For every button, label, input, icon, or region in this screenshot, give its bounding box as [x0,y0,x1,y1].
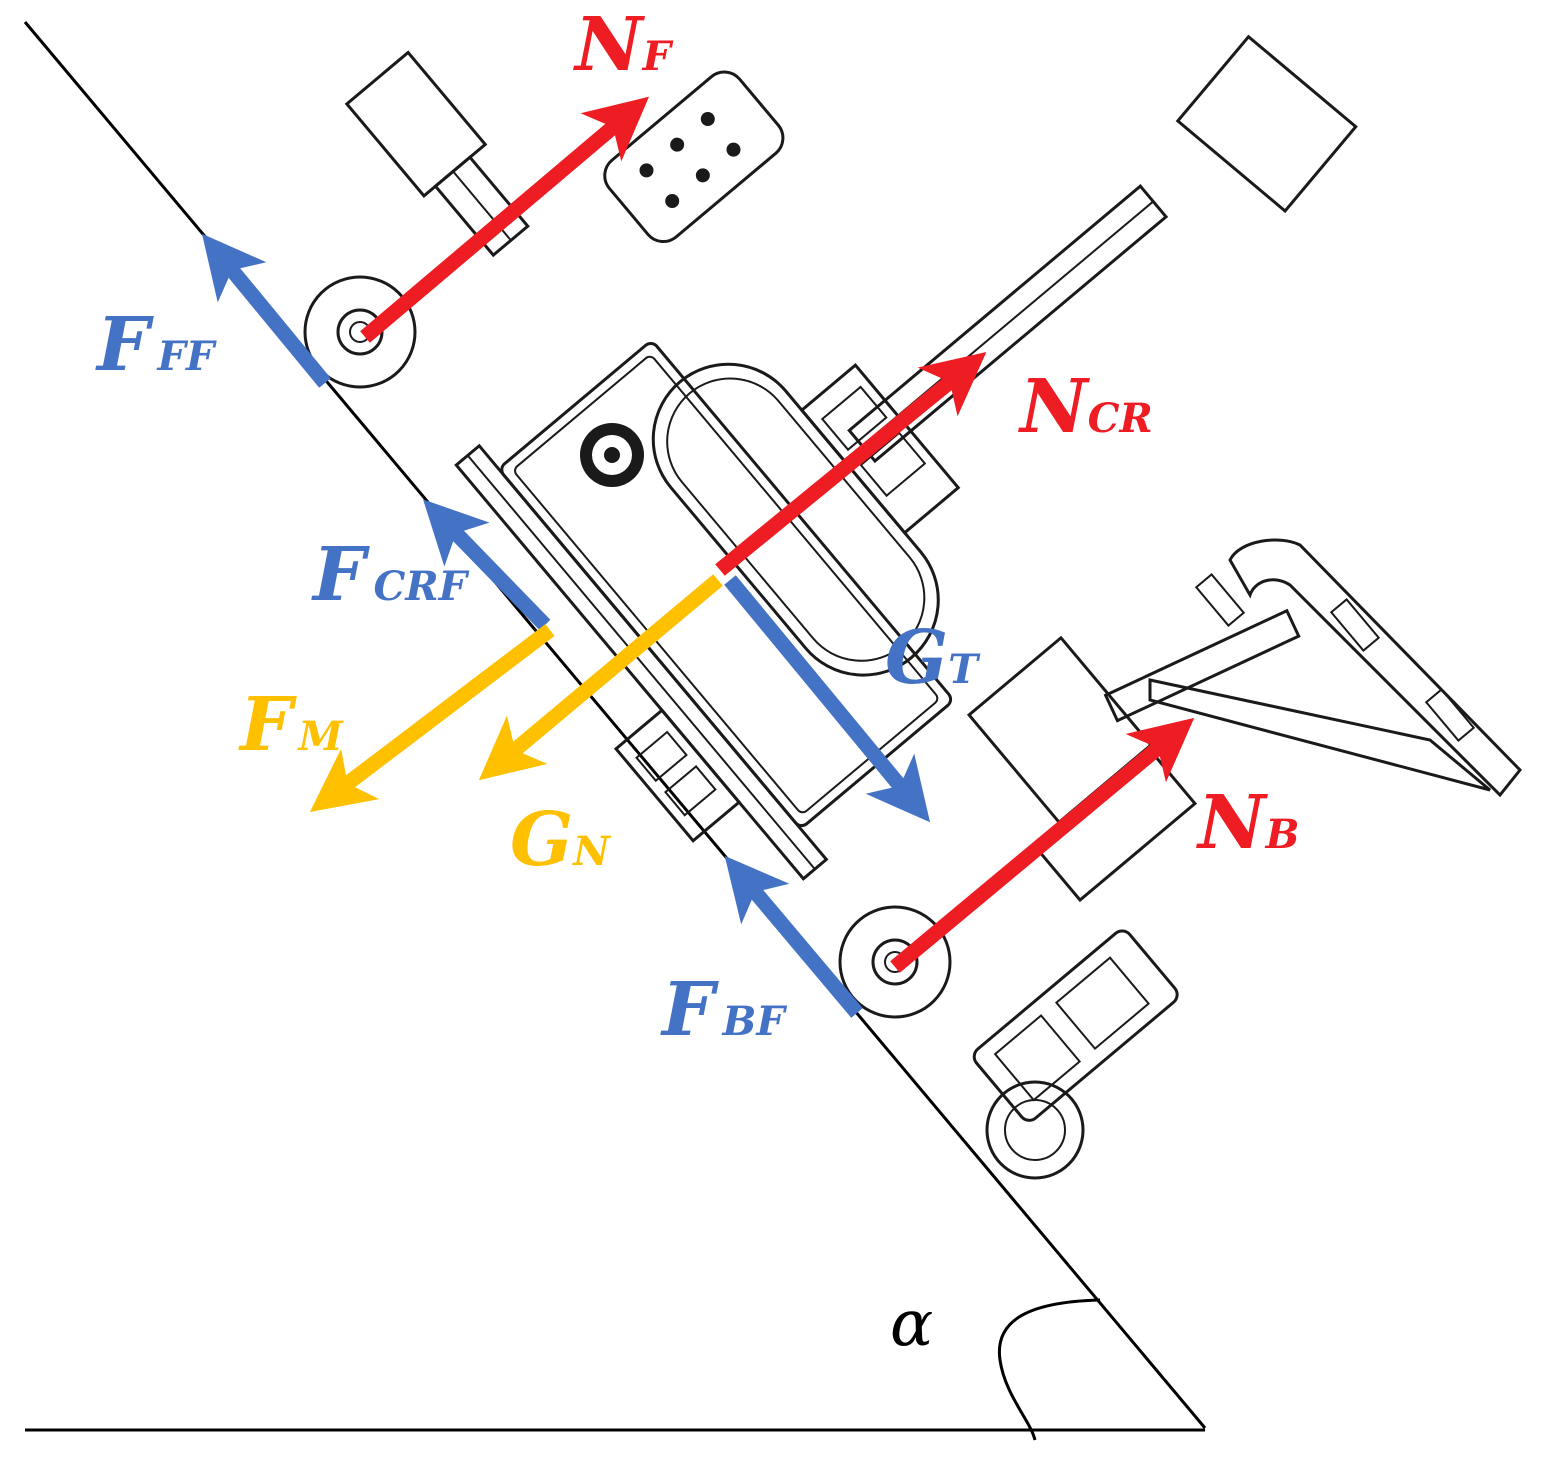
arrow-FBF [724,855,863,1018]
arrow-GT [724,575,931,823]
label-NB: NB [1196,780,1299,866]
center-hub [580,423,644,487]
label-NCR: NCR [1018,364,1153,450]
force-arrows [201,96,1195,1018]
arrow-FCRF [423,499,551,631]
incline-geometry [23,21,1207,1441]
rear-wheel [838,905,952,1019]
arrow-FM [309,624,555,813]
label-GN: GN [510,797,611,883]
label-alpha: α [890,1287,933,1361]
label-GT: GT [885,615,981,701]
arrow-FFF [201,233,331,388]
arrow-NF [360,96,650,343]
label-NF: NF [573,2,674,88]
robot-body [303,34,1523,1180]
arrow-NCR [715,352,987,576]
arrow-NB [890,717,1195,973]
incline-surface-line [23,21,1207,1429]
angle-arc [997,1298,1101,1441]
arrow-GN [478,574,723,781]
